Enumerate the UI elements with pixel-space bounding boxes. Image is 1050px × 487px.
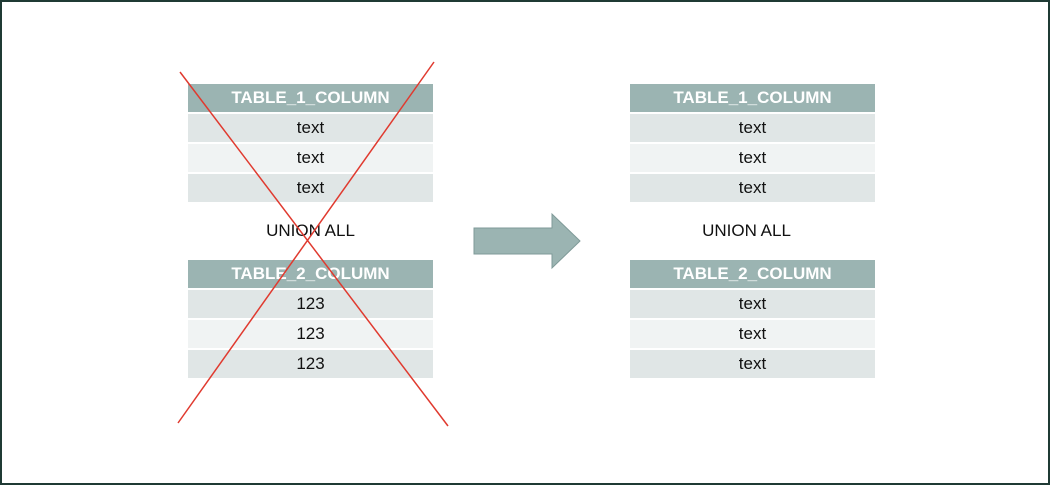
right-table-2-header: TABLE_2_COLUMN	[630, 260, 875, 288]
right-table-1-row: text	[630, 144, 875, 172]
left-table-1-row: text	[188, 144, 433, 172]
right-table-2: TABLE_2_COLUMN text text text	[630, 260, 875, 380]
left-table-2-row: 123	[188, 320, 433, 348]
right-table-1-row: text	[630, 174, 875, 202]
left-table-2-row: 123	[188, 290, 433, 318]
left-table-2: TABLE_2_COLUMN 123 123 123	[188, 260, 433, 380]
left-union-all-label: UNION ALL	[266, 221, 355, 240]
left-table-2-row: 123	[188, 350, 433, 378]
right-table-2-row: text	[630, 290, 875, 318]
left-table-1-row: text	[188, 114, 433, 142]
left-table-1-header: TABLE_1_COLUMN	[188, 84, 433, 112]
left-table-1-row: text	[188, 174, 433, 202]
right-union-all-label: UNION ALL	[702, 221, 791, 240]
right-table-1-row: text	[630, 114, 875, 142]
right-table-2-row: text	[630, 350, 875, 378]
right-table-1: TABLE_1_COLUMN text text text	[630, 84, 875, 204]
right-arrow-icon	[473, 212, 581, 270]
left-table-1: TABLE_1_COLUMN text text text	[188, 84, 433, 204]
left-table-2-header: TABLE_2_COLUMN	[188, 260, 433, 288]
arrow-shape	[473, 212, 581, 270]
right-table-2-row: text	[630, 320, 875, 348]
right-table-1-header: TABLE_1_COLUMN	[630, 84, 875, 112]
